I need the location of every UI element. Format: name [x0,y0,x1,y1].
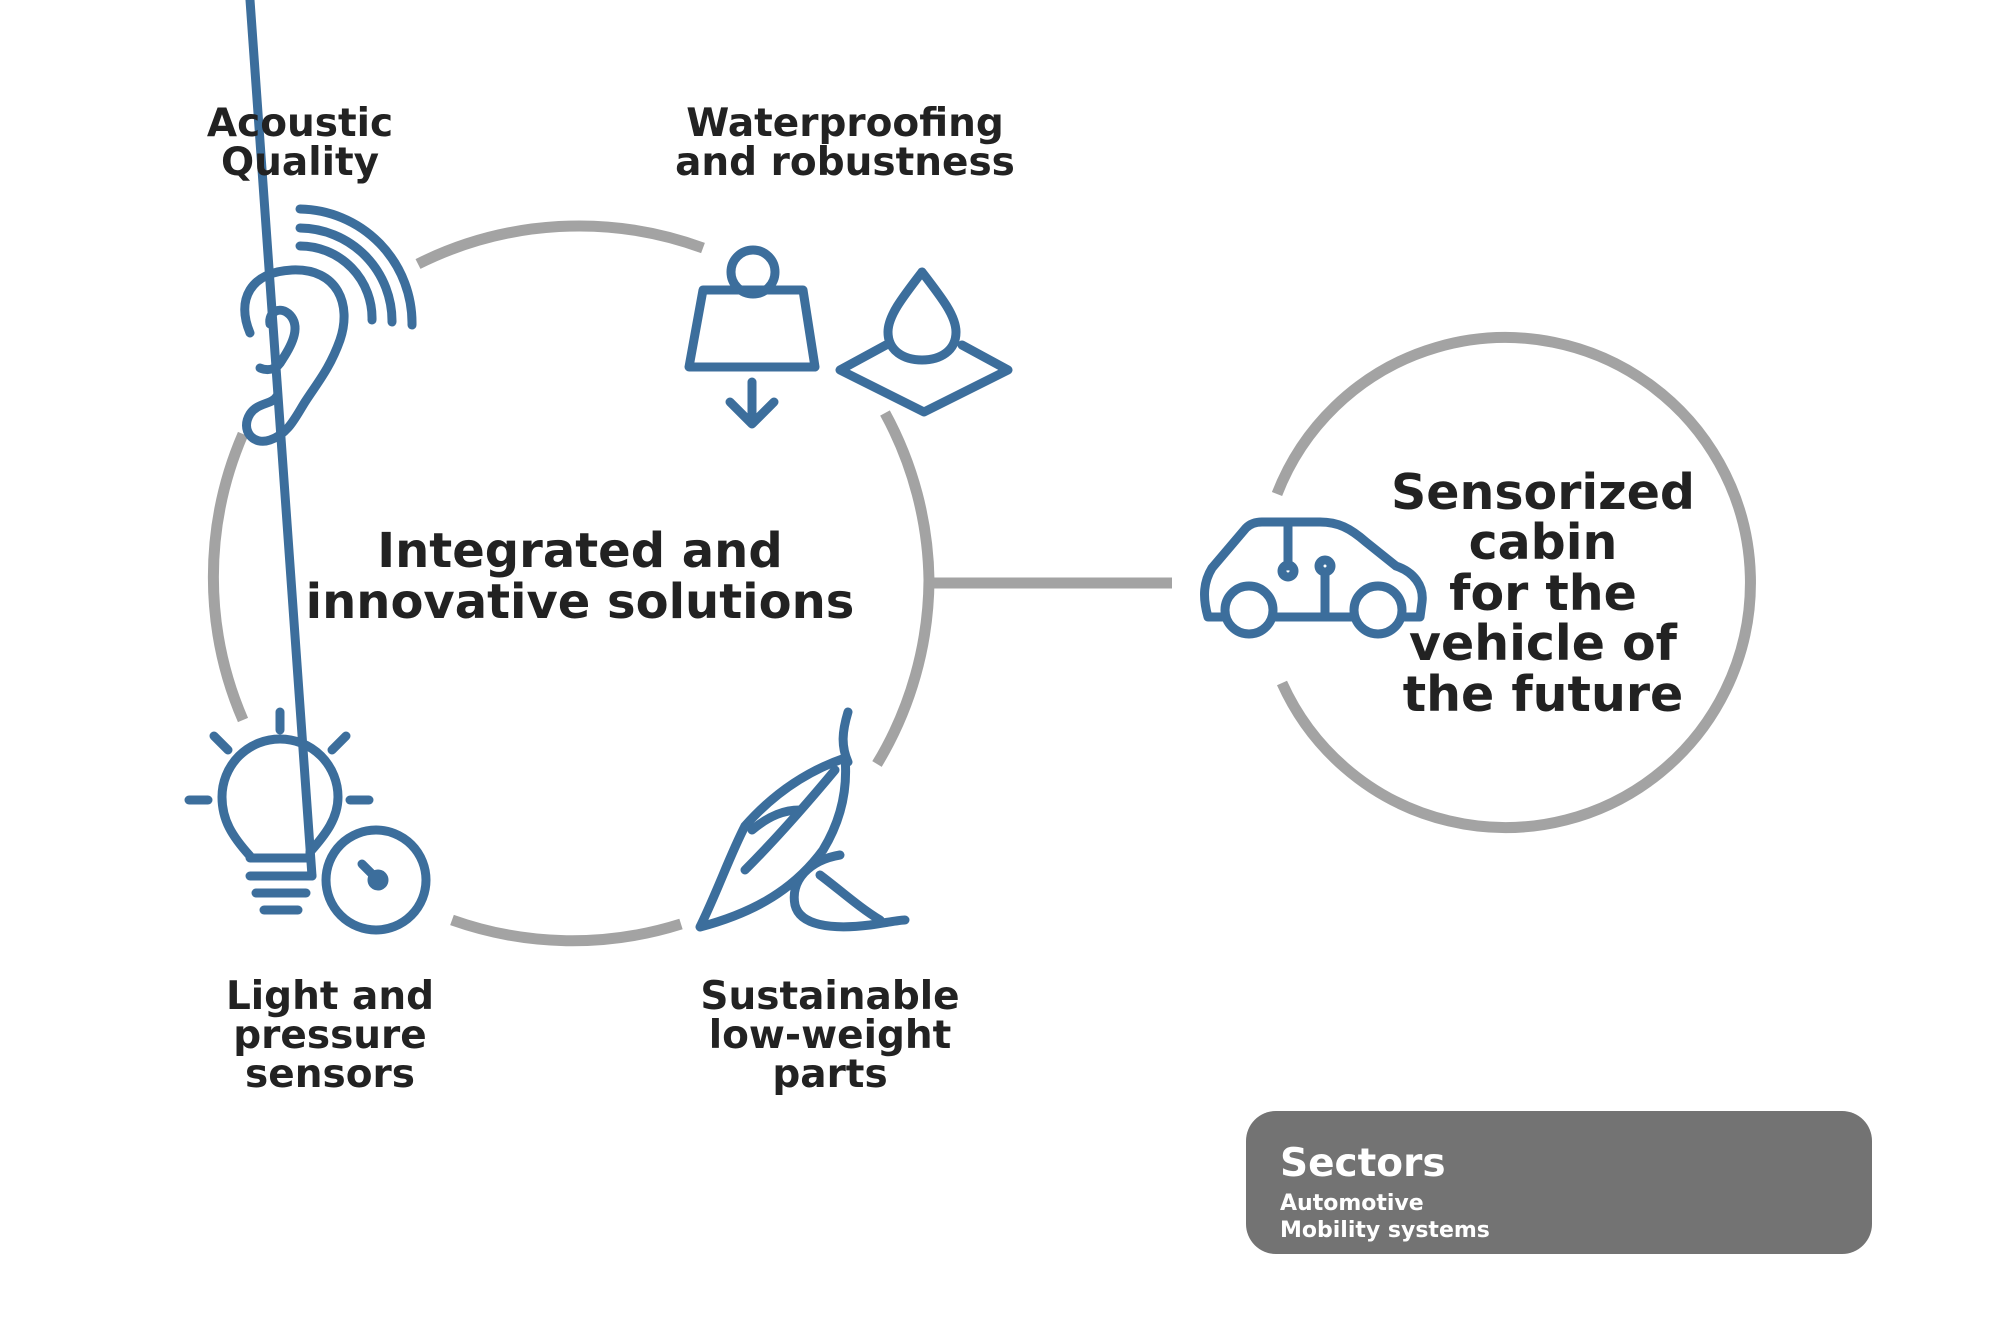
ring-arc-left [207,431,249,723]
feature-label-waterproof: Waterproofing and robustness [675,101,1015,185]
sectors-title: Sectors [1280,1141,1446,1186]
feature-label-sustainable: Sustainable low-weight parts [700,974,960,1097]
lightbulb-gauge-icon [184,0,431,935]
cabin-title: Sensorized cabin for the vehicle of the … [1390,464,1696,723]
main-ring [207,220,935,947]
feature-label-sensors: Light and pressure sensors [225,974,435,1097]
cabin-ring [1271,332,1756,834]
center-title: Integrated and innovative solutions [305,523,855,631]
ring-arc-bottom [450,914,683,947]
sector-item-automotive: Automotive [1280,1191,1424,1216]
leaves-icon [695,707,910,932]
sectors-panel: Sectors Automotive Mobility systems [1246,1111,1872,1254]
cabin-ring-arc [1271,332,1756,834]
feature-label-acoustic: Acoustic Quality [206,101,394,185]
sensor-car-icon [1200,517,1427,639]
ear-sound-icon [240,204,417,446]
ring-arc-right-lower [872,579,935,767]
ring-arc-top [415,220,705,269]
ring-arc-right-upper [880,410,935,581]
sector-item-mobility: Mobility systems [1280,1218,1490,1243]
weight-water-drop-icon [684,245,1013,429]
